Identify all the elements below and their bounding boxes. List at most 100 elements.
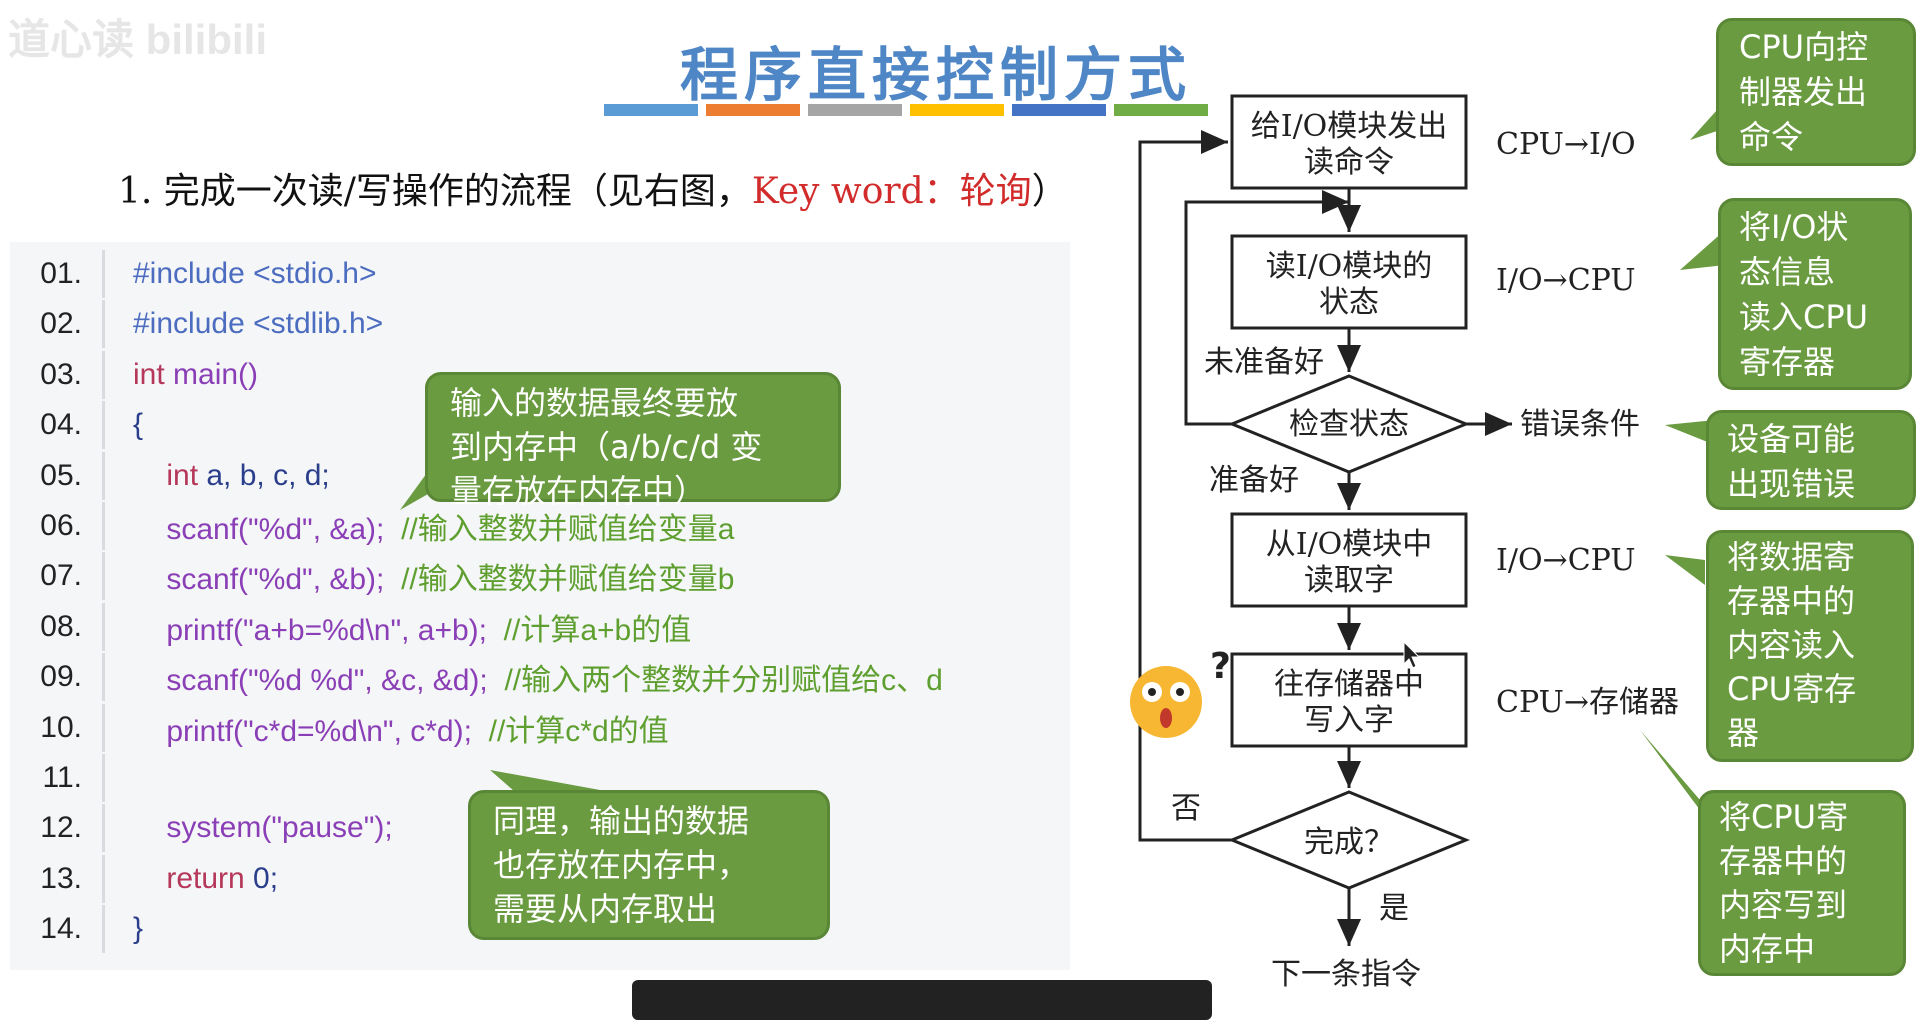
fc-box-write-word	[1230, 652, 1468, 748]
line-number: 12.	[10, 804, 105, 853]
fc-box1-line1: 给I/O模块发出	[1251, 109, 1448, 144]
fc-box3-line2: 读取字	[1304, 563, 1394, 598]
output-bubble-tail	[490, 770, 600, 805]
side-bubble2-text: 将I/O状 态信息 读入CPU 寄存器	[1739, 208, 1869, 381]
code-line: 01. #include <stdio.h>	[10, 250, 377, 298]
title-decoration-bars	[604, 104, 1208, 116]
code-token: //计算c*d的值	[488, 714, 669, 748]
fc-loop-not-ready	[1184, 190, 1349, 426]
code-token: #include <stdio.h>	[133, 257, 377, 290]
side-bubble1-text: CPU向控 制器发出 命令	[1739, 28, 1869, 156]
code-line: 09. scanf("%d %d", &c, &d); //输入两个整数并分别赋…	[10, 653, 943, 702]
line-number: 07.	[10, 552, 105, 601]
subtitle: 1. 完成一次读/写操作的流程（见右图，Key word：轮询）	[118, 162, 1068, 214]
output-bubble-text: 同理，输出的数据 也存放在内存中， 需要从内存取出	[493, 802, 750, 928]
title-bar-2	[706, 104, 800, 116]
side-bubble4-tail	[1665, 555, 1705, 585]
code-token: printf("c*d=%d\n", c*d);	[133, 714, 489, 748]
code-line: 03.int main()	[10, 350, 258, 399]
side-bubble-cpu-command: CPU向控 制器发出 命令	[1716, 18, 1916, 166]
fc-yes-label: 是	[1379, 891, 1409, 926]
line-number: 10.	[10, 703, 105, 752]
code-token: return	[166, 861, 245, 895]
page-title: 程序直接控制方式	[680, 41, 1193, 109]
title-bar-6	[1114, 104, 1208, 116]
side-bubble3-text: 设备可能 出现错误	[1727, 420, 1856, 503]
code-text: int main()	[105, 358, 258, 392]
code-text: scanf("%d", &a); //输入整数并赋值给变量a	[105, 504, 734, 548]
code-token: int	[133, 357, 165, 391]
line-number: 11.	[10, 754, 105, 802]
subtitle-keyword: Key word：轮询	[751, 171, 1032, 212]
code-line: 04. {	[10, 401, 143, 450]
output-data-bubble: 同理，输出的数据 也存放在内存中， 需要从内存取出	[468, 790, 830, 940]
code-token: system("pause");	[133, 811, 393, 845]
side-bubble5-tail	[1640, 730, 1715, 830]
side-bubble5-text: 将CPU寄 存器中的 内容写到 内存中	[1719, 798, 1849, 968]
side-bubble-read-status: 将I/O状 态信息 读入CPU 寄存器	[1718, 198, 1912, 390]
line-number: 01.	[10, 250, 105, 298]
code-line: 05. int a, b, c, d;	[10, 451, 330, 500]
fc-side-label-2: I/O→CPU	[1496, 263, 1636, 298]
mouse-cursor-icon	[1403, 640, 1421, 669]
fc-box4-line1: 往存储器中	[1274, 667, 1424, 702]
code-line: 02.#include <stdlib.h>	[10, 300, 383, 349]
code-token: //输入整数并赋值给变量a	[401, 513, 735, 546]
code-token: printf("a+b=%d\n", a+b);	[133, 613, 504, 647]
line-number: 14.	[10, 905, 105, 954]
side-bubble4-text: 将数据寄 存器中的 内容读入 CPU寄存 器	[1727, 538, 1857, 752]
fc-box2-line2: 状态	[1319, 285, 1379, 320]
code-token: a, b, c, d;	[198, 458, 330, 492]
line-number: 13.	[10, 854, 105, 903]
code-text: #include <stdlib.h>	[105, 307, 383, 341]
code-text: system("pause");	[105, 811, 393, 845]
side-bubble3-tail	[1665, 420, 1715, 445]
line-number: 06.	[10, 502, 105, 550]
fc-box4-line2: 写入字	[1304, 703, 1394, 738]
code-token: #include <stdlib.h>	[133, 307, 384, 341]
fc-loop-not-done	[1138, 130, 1232, 842]
code-line: 06. scanf("%d", &a); //输入整数并赋值给变量a	[10, 502, 734, 550]
subtitle-suffix: ）	[1031, 171, 1068, 212]
title-bar-3	[808, 104, 902, 116]
subtitle-prefix: 1. 完成一次读/写操作的流程（见右图，	[118, 171, 752, 212]
title-bar-5	[1012, 104, 1106, 116]
title-bar-1	[604, 104, 698, 116]
code-text: scanf("%d %d", &c, &d); //输入两个整数并分别赋值给c、…	[105, 655, 942, 699]
code-token: }	[133, 912, 144, 946]
line-number: 04.	[10, 401, 105, 450]
input-bubble-text: 输入的数据最终要放 到内存中（a/b/c/d 变 量存放在内存中）	[450, 384, 763, 510]
code-line: 12. system("pause");	[10, 804, 393, 853]
code-token: int	[166, 458, 199, 492]
line-number: 08.	[10, 602, 105, 651]
fc-diamond-done-label: 完成？	[1304, 825, 1394, 860]
fc-no-label: 否	[1171, 791, 1201, 826]
code-token: scanf("%d", &b);	[133, 563, 402, 597]
line-number: 03.	[10, 350, 105, 399]
fc-box2-line1: 读I/O模块的	[1266, 249, 1433, 284]
code-text: scanf("%d", &b); //输入整数并赋值给变量b	[105, 554, 734, 598]
fc-box1-line2: 读命令	[1304, 145, 1394, 180]
code-line: 07. scanf("%d", &b); //输入整数并赋值给变量b	[10, 552, 734, 601]
code-token: scanf("%d", &a);	[133, 513, 402, 546]
fc-side-label-1: CPU→I/O	[1496, 127, 1636, 162]
line-number: 09.	[10, 653, 105, 702]
code-token: main()	[164, 357, 259, 391]
code-text: int a, b, c, d;	[105, 458, 330, 493]
code-line: 11.	[10, 754, 133, 802]
code-token: //输入整数并赋值给变量b	[401, 563, 735, 597]
side-bubble2-tail	[1680, 230, 1725, 270]
code-text: {	[105, 408, 143, 442]
code-line: 10. printf("c*d=%d\n", c*d); //计算c*d的值	[10, 703, 669, 752]
code-token: {	[133, 408, 144, 442]
input-data-bubble: 输入的数据最终要放 到内存中（a/b/c/d 变 量存放在内存中）	[425, 372, 841, 510]
fc-ready-label: 准备好	[1209, 463, 1299, 498]
code-line: 14.}	[10, 905, 144, 954]
code-text: #include <stdio.h>	[105, 257, 377, 291]
bilibili-watermark: 道心读 bilibili	[8, 16, 267, 63]
fc-box-send-command	[1230, 94, 1468, 190]
side-bubble-error: 设备可能 出现错误	[1706, 410, 1916, 510]
code-token: scanf("%d %d", &c, &d);	[133, 664, 505, 698]
fc-next-instruction: 下一条指令	[1271, 957, 1421, 992]
